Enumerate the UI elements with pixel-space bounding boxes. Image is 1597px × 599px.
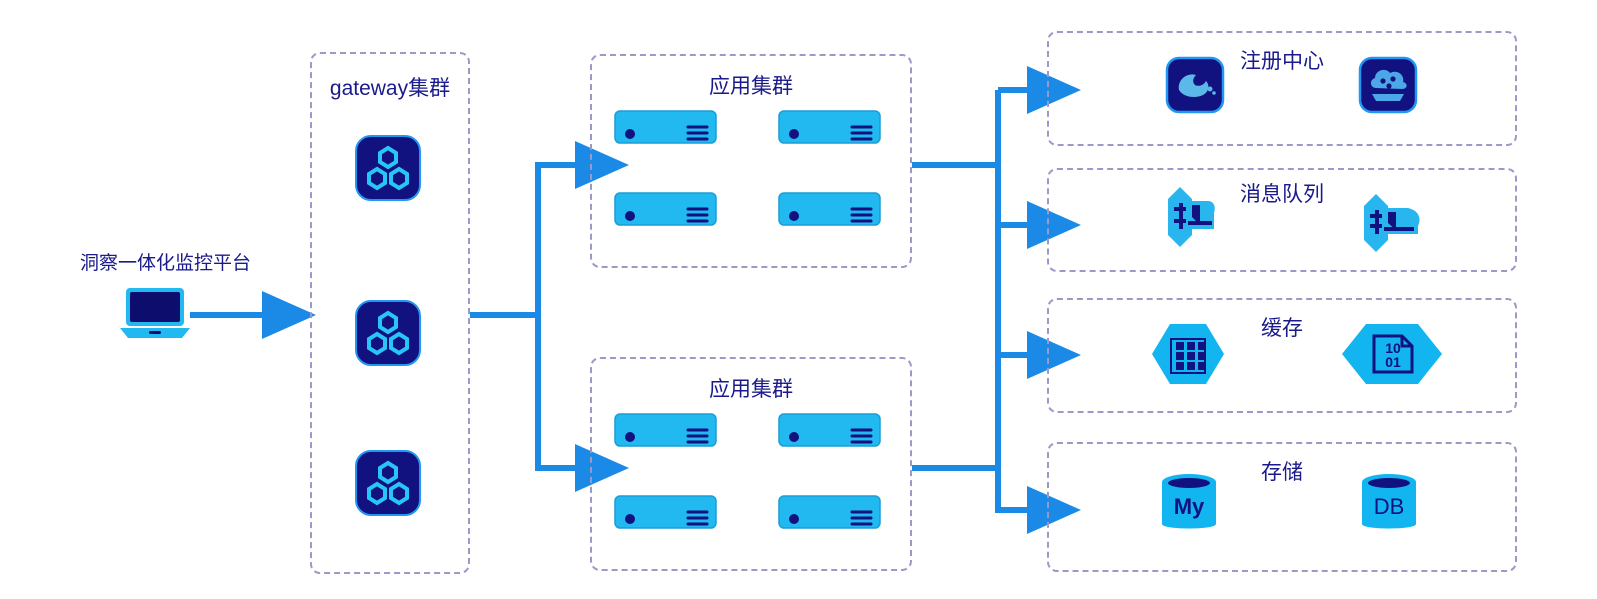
app-server-4[interactable]	[778, 192, 881, 226]
app-cluster-group-1: 应用集群	[590, 54, 912, 268]
app-server-5[interactable]	[614, 413, 717, 447]
app-server-6[interactable]	[778, 413, 881, 447]
app-server-2[interactable]	[778, 110, 881, 144]
gateway-cluster-group: gateway集群	[310, 52, 470, 574]
cache-binary-line2: 01	[1385, 354, 1401, 370]
laptop-icon	[120, 288, 190, 340]
app-cluster-title-2: 应用集群	[709, 378, 793, 401]
storage-title: 存储	[1261, 461, 1303, 484]
storage-mysql-label: My	[1174, 494, 1205, 519]
cache-redis-icon[interactable]	[1150, 320, 1226, 388]
registry-nacos-icon[interactable]	[1358, 56, 1418, 114]
cache-group: 缓存	[1047, 298, 1517, 413]
message-queue-group: 消息队列	[1047, 168, 1517, 272]
cache-binary-line1: 10	[1385, 340, 1401, 356]
mq-rocketmq-icon-2[interactable]	[1348, 192, 1426, 254]
app-cluster-title-1: 应用集群	[709, 75, 793, 98]
app-cluster-group-2: 应用集群	[590, 357, 912, 571]
message-queue-title: 消息队列	[1240, 183, 1324, 206]
registry-center-group: 注册中心	[1047, 31, 1517, 146]
gateway-node-3[interactable]	[355, 450, 421, 516]
registry-zookeeper-icon[interactable]	[1165, 56, 1225, 114]
gateway-cluster-title: gateway集群	[329, 77, 451, 100]
storage-group: 存储	[1047, 442, 1517, 572]
cache-title: 缓存	[1261, 317, 1303, 340]
registry-center-title: 注册中心	[1240, 50, 1324, 73]
app-server-1[interactable]	[614, 110, 717, 144]
app-server-3[interactable]	[614, 192, 717, 226]
app-server-8[interactable]	[778, 495, 881, 529]
storage-mysql-icon[interactable]: My	[1158, 472, 1220, 534]
cache-binary-icon[interactable]: 10 01	[1340, 322, 1444, 386]
storage-db-icon[interactable]: DB	[1358, 472, 1420, 534]
app-server-7[interactable]	[614, 495, 717, 529]
mq-rocketmq-icon[interactable]	[1152, 185, 1222, 249]
gateway-node-1[interactable]	[355, 135, 421, 201]
storage-db-label: DB	[1374, 494, 1405, 519]
gateway-node-2[interactable]	[355, 300, 421, 366]
page-title: 洞察一体化监控平台	[80, 253, 252, 274]
